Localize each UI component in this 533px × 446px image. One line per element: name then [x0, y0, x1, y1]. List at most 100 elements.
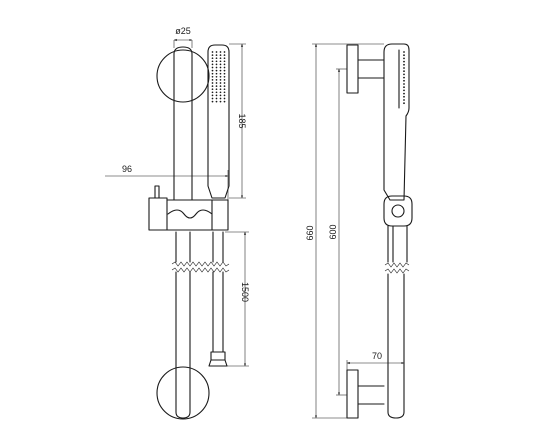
spray-hole: [215, 82, 218, 84]
spray-hole: [403, 95, 405, 98]
spray-hole: [211, 97, 214, 100]
spray-hole: [219, 94, 222, 97]
spray-hole: [215, 75, 218, 78]
spray-hole: [215, 51, 218, 53]
front-view: ø25 185 96 1500: [105, 26, 250, 420]
spray-hole: [215, 94, 218, 97]
dim-handset-length: 185: [229, 43, 247, 199]
hand-shower-side: [383, 43, 410, 201]
spray-hole: [219, 85, 222, 87]
slide-rail-lower: [175, 271, 191, 419]
shower-hose: [208, 231, 228, 367]
hand-shower-front: [207, 44, 230, 199]
spray-hole: [403, 51, 405, 53]
dim-overall-height-label: 660: [305, 225, 315, 240]
spray-hole: [215, 60, 218, 63]
spray-hole: [223, 94, 226, 97]
spray-hole: [211, 75, 214, 78]
dim-hose-length-label: 1500: [240, 282, 250, 302]
side-rail: [384, 225, 410, 419]
spray-hole: [211, 79, 214, 81]
spray-hole: [403, 76, 405, 79]
spray-hole: [403, 57, 405, 60]
spray-hole: [215, 91, 218, 94]
dim-diameter-label: ø25: [175, 26, 191, 36]
slide-rail-upper: [173, 46, 193, 263]
spray-hole: [215, 100, 218, 103]
side-bottom-bracket: [346, 369, 385, 419]
spray-hole: [211, 66, 214, 69]
spray-hole: [215, 54, 218, 56]
spray-hole: [223, 97, 226, 100]
spray-hole: [215, 79, 218, 81]
spray-hole: [215, 57, 218, 60]
break-marks: [171, 261, 230, 273]
spray-hole: [219, 51, 222, 53]
spray-hole: [219, 63, 222, 66]
spray-hole: [403, 60, 405, 63]
spray-hole: [223, 75, 226, 78]
spray-hole: [223, 69, 226, 72]
spray-hole: [223, 63, 226, 66]
spray-hole: [219, 100, 222, 103]
spray-hole: [403, 54, 405, 57]
side-top-bracket: [346, 44, 385, 94]
spray-hole: [215, 97, 218, 100]
spray-hole: [223, 100, 226, 103]
spray-hole: [219, 82, 222, 84]
spray-hole: [403, 83, 405, 85]
spray-hole: [223, 85, 226, 87]
spray-holes-side: [403, 51, 405, 105]
spray-hole: [223, 57, 226, 60]
spray-hole: [215, 69, 218, 72]
spray-hole: [215, 85, 218, 87]
spray-hole: [219, 69, 222, 72]
spray-hole: [403, 99, 405, 101]
spray-hole: [403, 92, 405, 95]
spray-hole: [403, 63, 405, 66]
spray-hole: [219, 75, 222, 78]
spray-hole: [403, 86, 405, 89]
spray-hole: [211, 94, 214, 97]
spray-hole: [219, 79, 222, 81]
spray-hole: [223, 66, 226, 69]
dim-rail-length: 600: [328, 68, 347, 396]
dim-bracket-offset-label: 96: [122, 164, 132, 174]
spray-hole: [219, 88, 222, 91]
spray-hole: [219, 91, 222, 94]
spray-hole: [211, 82, 214, 84]
spray-hole: [403, 89, 405, 92]
side-view: 660 600 70: [305, 43, 413, 419]
spray-hole: [223, 72, 226, 75]
dim-rail-length-label: 600: [328, 224, 338, 239]
spray-hole: [223, 88, 226, 91]
spray-hole: [223, 79, 226, 81]
spray-holes: [211, 51, 226, 103]
spray-hole: [211, 100, 214, 103]
spray-hole: [219, 72, 222, 75]
spray-hole: [403, 79, 405, 82]
spray-hole: [211, 63, 214, 66]
spray-hole: [223, 54, 226, 56]
spray-hole: [403, 67, 405, 69]
spray-hole: [219, 54, 222, 56]
spray-hole: [219, 97, 222, 100]
dim-overall-height: 660: [305, 43, 384, 419]
spray-hole: [211, 72, 214, 75]
spray-hole: [223, 51, 226, 53]
spray-hole: [403, 102, 405, 105]
side-sliding-bracket: [383, 195, 413, 227]
spray-hole: [215, 66, 218, 69]
spray-hole: [211, 54, 214, 56]
dim-projection: 70: [346, 351, 405, 372]
spray-hole: [219, 60, 222, 63]
spray-hole: [215, 63, 218, 66]
spray-hole: [211, 88, 214, 91]
top-wall-flange: [156, 49, 210, 103]
spray-hole: [211, 57, 214, 60]
spray-hole: [403, 70, 405, 73]
spray-hole: [223, 91, 226, 94]
dim-diameter: ø25: [173, 26, 193, 48]
spray-hole: [211, 69, 214, 72]
spray-hole: [219, 57, 222, 60]
